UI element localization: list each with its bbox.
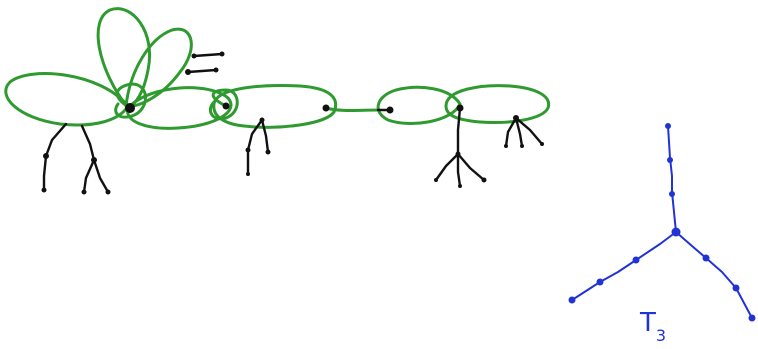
tree-left-1-node (43, 153, 49, 159)
attached-trees (41, 51, 544, 195)
t3-node (632, 256, 640, 264)
tree-top-2-node (213, 67, 219, 73)
tree-right-small-node (513, 115, 519, 121)
t3-branch-left (571, 231, 677, 301)
cycle-tilted-petal (124, 27, 193, 108)
tree-middle-node (245, 147, 251, 153)
tree-left-2-node (81, 189, 87, 195)
cycle-middle-left (126, 86, 233, 130)
t3-node (669, 191, 675, 197)
cycle-vertex (386, 106, 394, 114)
bridge-edge (324, 106, 380, 112)
tree-right-big-node (434, 178, 438, 182)
tree-label: T3 (640, 308, 666, 345)
tree-right-big-node (455, 151, 461, 157)
t3-branch-right (675, 231, 753, 319)
hub-vertex (125, 103, 135, 113)
tree-right-big-node (481, 177, 487, 183)
tree-label-subscript: 3 (655, 326, 667, 346)
cycle-right-b (444, 84, 551, 124)
cycle-small-ring (209, 88, 239, 121)
tree-middle-node (259, 117, 265, 123)
tree-middle-node (265, 149, 271, 155)
tree-right-small-node (520, 144, 524, 148)
cycle-vertex (322, 104, 330, 112)
t3-node (748, 314, 756, 322)
tree-middle-node (246, 172, 250, 176)
tree-top-1 (192, 52, 224, 58)
cactus-graph (4, 7, 551, 130)
t3-branch-up (667, 125, 677, 233)
cycle-small-loop (114, 82, 147, 119)
t3-node (732, 284, 740, 292)
t3-node (667, 157, 673, 163)
tree-top-1-node (219, 51, 225, 57)
t3-node (671, 227, 681, 237)
tree-t3 (568, 123, 756, 322)
tree-middle (246, 118, 270, 176)
tree-right-big (434, 106, 486, 188)
tree-top-2-node (185, 69, 191, 75)
tree-left-2-node (91, 157, 97, 163)
t3-node (702, 254, 710, 262)
tree-left-1-node (41, 187, 47, 193)
tree-top-1-node (191, 53, 197, 59)
cycle-vertex (222, 102, 230, 110)
tree-top-2 (186, 68, 218, 74)
tree-right-big-node (458, 184, 462, 188)
t3-node (596, 278, 604, 286)
tree-label-letter: T (640, 308, 656, 338)
tree-right-small-node (504, 144, 508, 148)
cycle-right-a (376, 85, 462, 125)
tree-right-small-node (540, 142, 544, 146)
tree-right-small (504, 116, 544, 148)
t3-node (665, 123, 671, 129)
cycle-middle-long (212, 84, 337, 129)
t3-node (568, 296, 576, 304)
cycle-left-large (4, 72, 130, 127)
tree-left-2-node (105, 189, 111, 195)
